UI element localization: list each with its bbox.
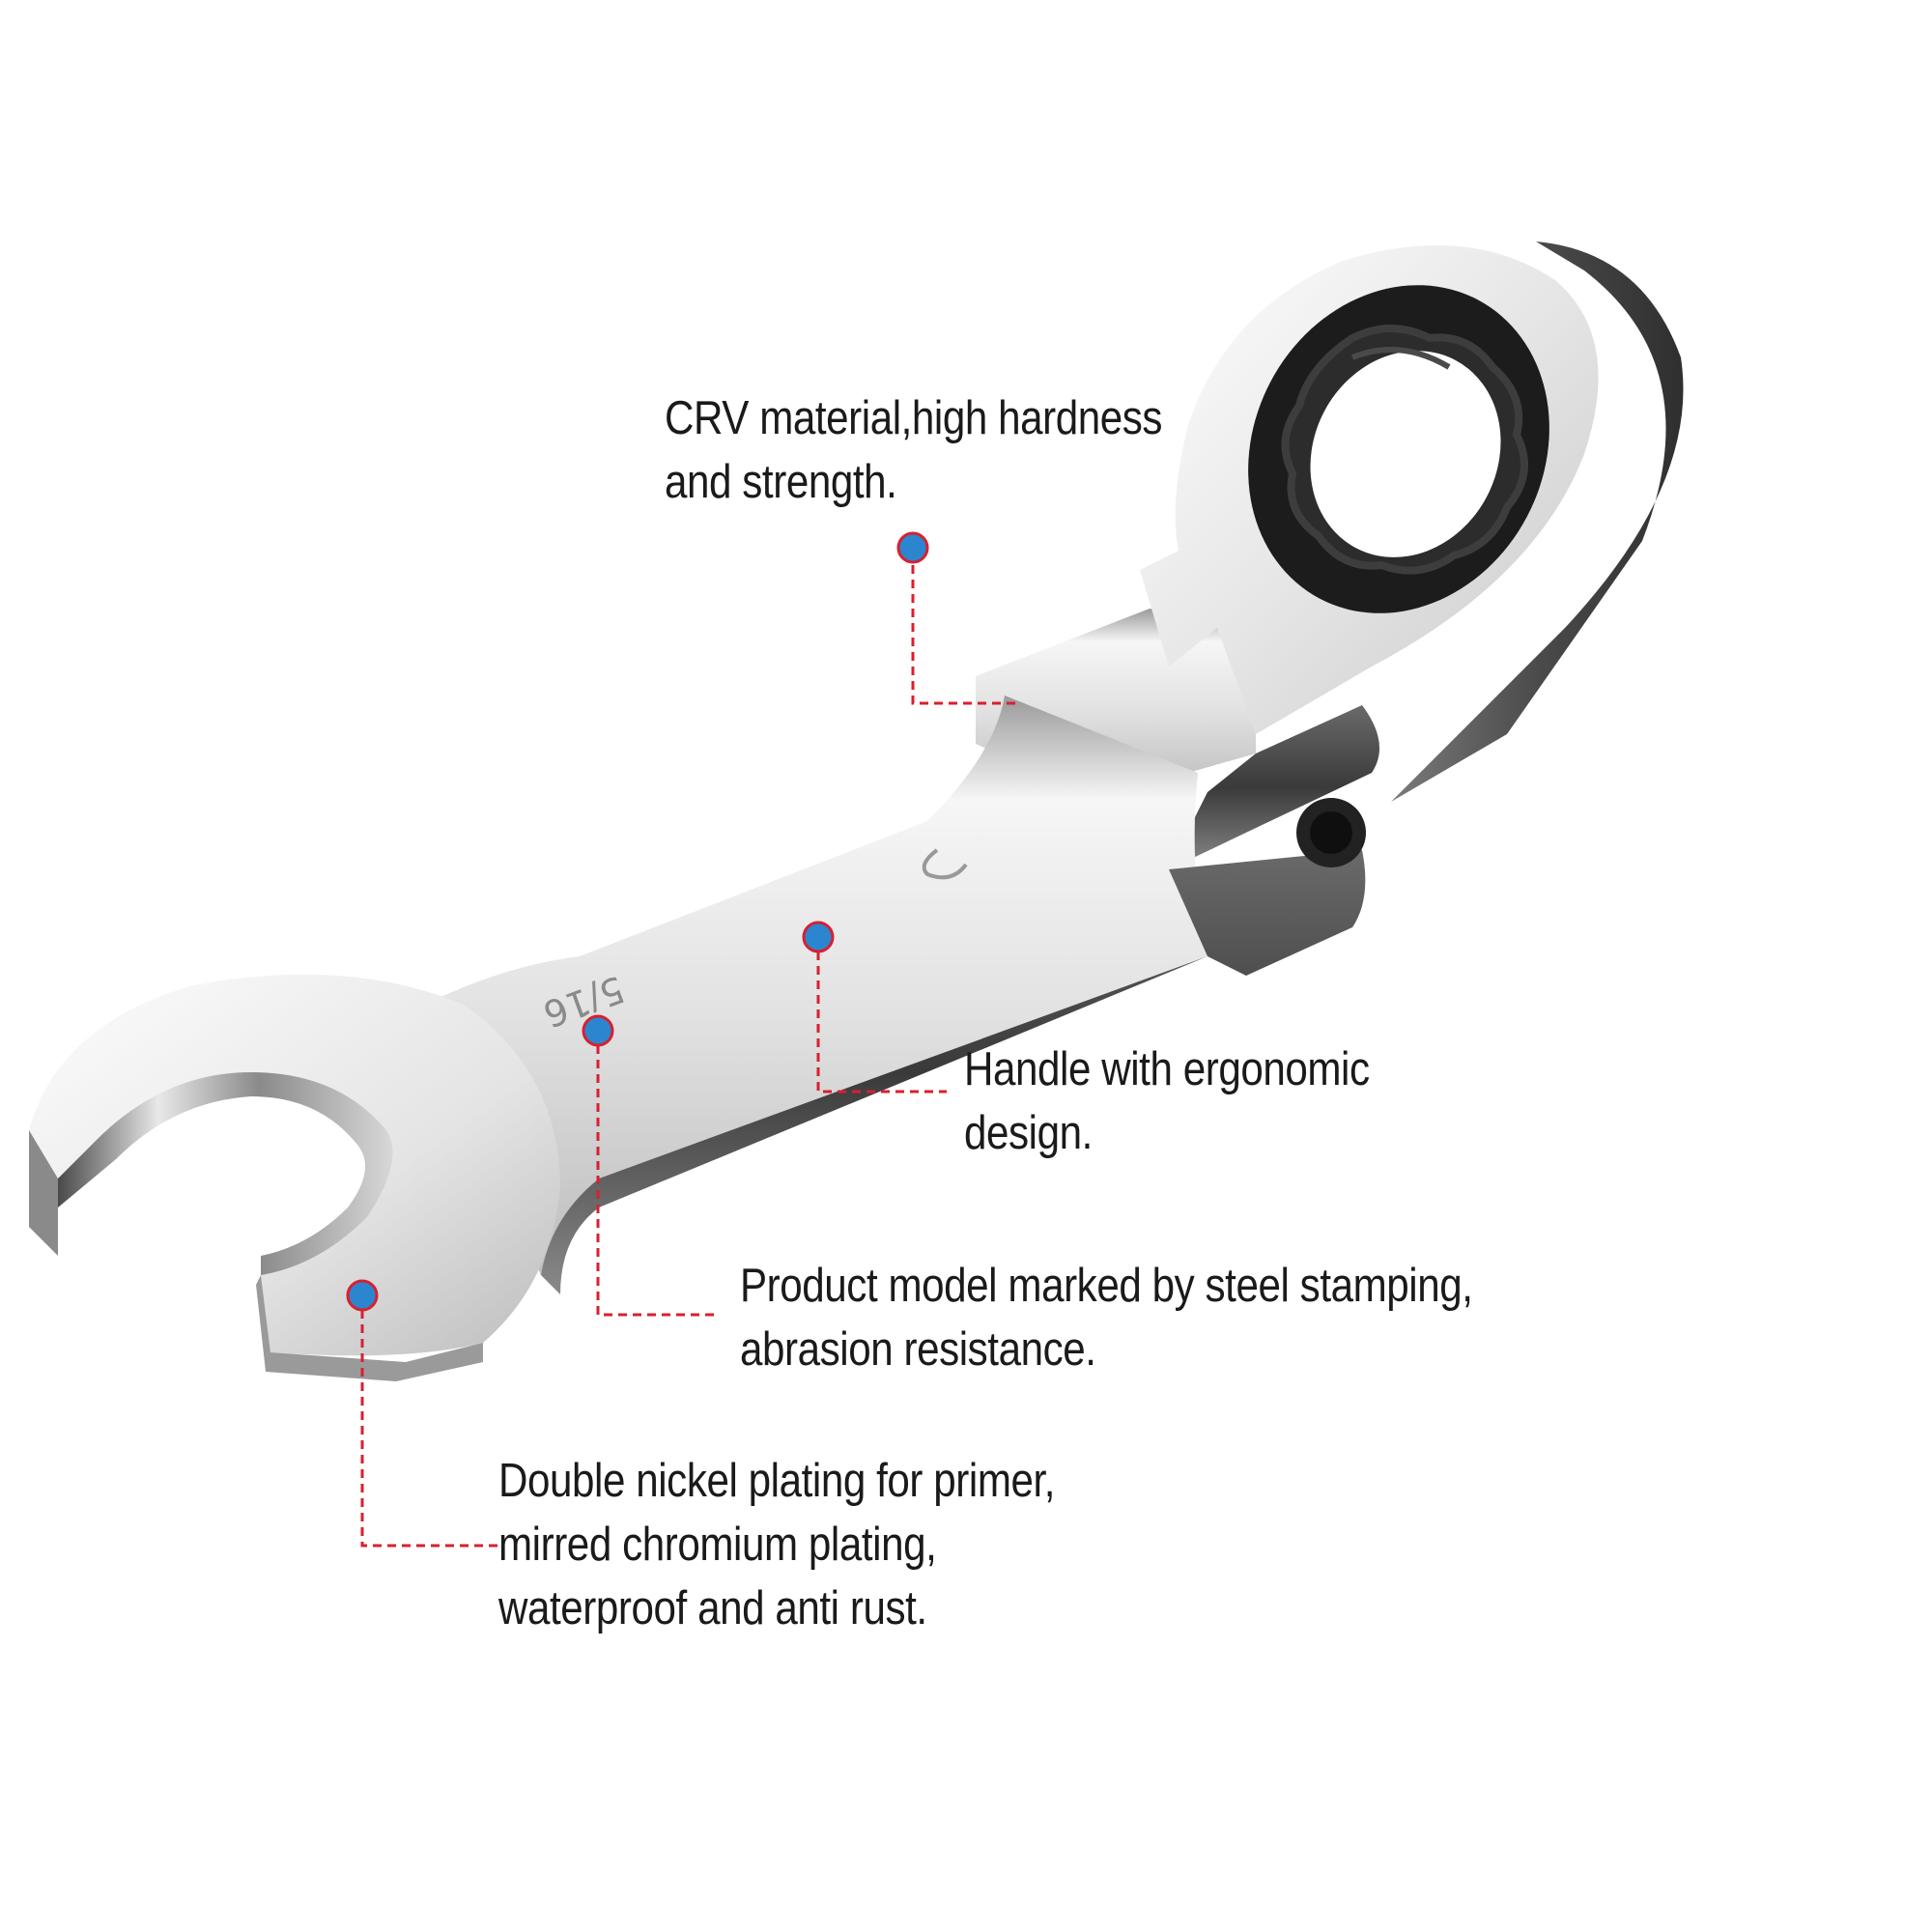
leader-line-model (596, 1031, 715, 1317)
callout-plating: Double nickel plating for primer, mirred… (498, 1449, 1055, 1640)
callout-handle: Handle with ergonomic design. (964, 1037, 1370, 1165)
handle-side (541, 850, 1366, 1294)
ring-bore (1310, 351, 1501, 557)
ring-head-side (1391, 242, 1684, 802)
callout-model-line-2: abrasion resistance. (740, 1323, 1096, 1376)
marker-model (582, 1014, 614, 1047)
callout-plating-line-3: waterproof and anti rust. (498, 1582, 927, 1634)
hinge-block-side (1169, 705, 1379, 869)
open-jaw-bottom-side (29, 1130, 58, 1256)
callout-material-line-2: and strength. (665, 456, 897, 508)
callout-model-line-1: Product model marked by steel stamping, (740, 1260, 1473, 1312)
callout-model: Product model marked by steel stamping, … (740, 1254, 1473, 1381)
leader-line-material (911, 551, 1019, 705)
open-jaw-inner (58, 1072, 393, 1275)
callout-handle-line-2: design. (964, 1107, 1093, 1159)
marker-handle (802, 921, 835, 953)
callout-plating-line-2: mirred chromium plating, (498, 1519, 937, 1571)
leader-line-handle (816, 937, 947, 1094)
ratchet-direction-arrow-icon (922, 848, 968, 880)
callout-plating-line-1: Double nickel plating for primer, (498, 1455, 1056, 1507)
callout-handle-line-1: Handle with ergonomic (964, 1043, 1370, 1095)
marker-plating (346, 1279, 379, 1312)
marker-material (896, 531, 929, 564)
open-jaw (29, 974, 560, 1356)
open-jaw-tip-side (256, 1275, 483, 1381)
handle-body (425, 696, 1208, 1275)
leader-line-plating (360, 1295, 502, 1548)
callout-material: CRV material,high hardness and strength. (665, 386, 1162, 514)
callout-material-line-1: CRV material,high hardness (665, 392, 1163, 444)
